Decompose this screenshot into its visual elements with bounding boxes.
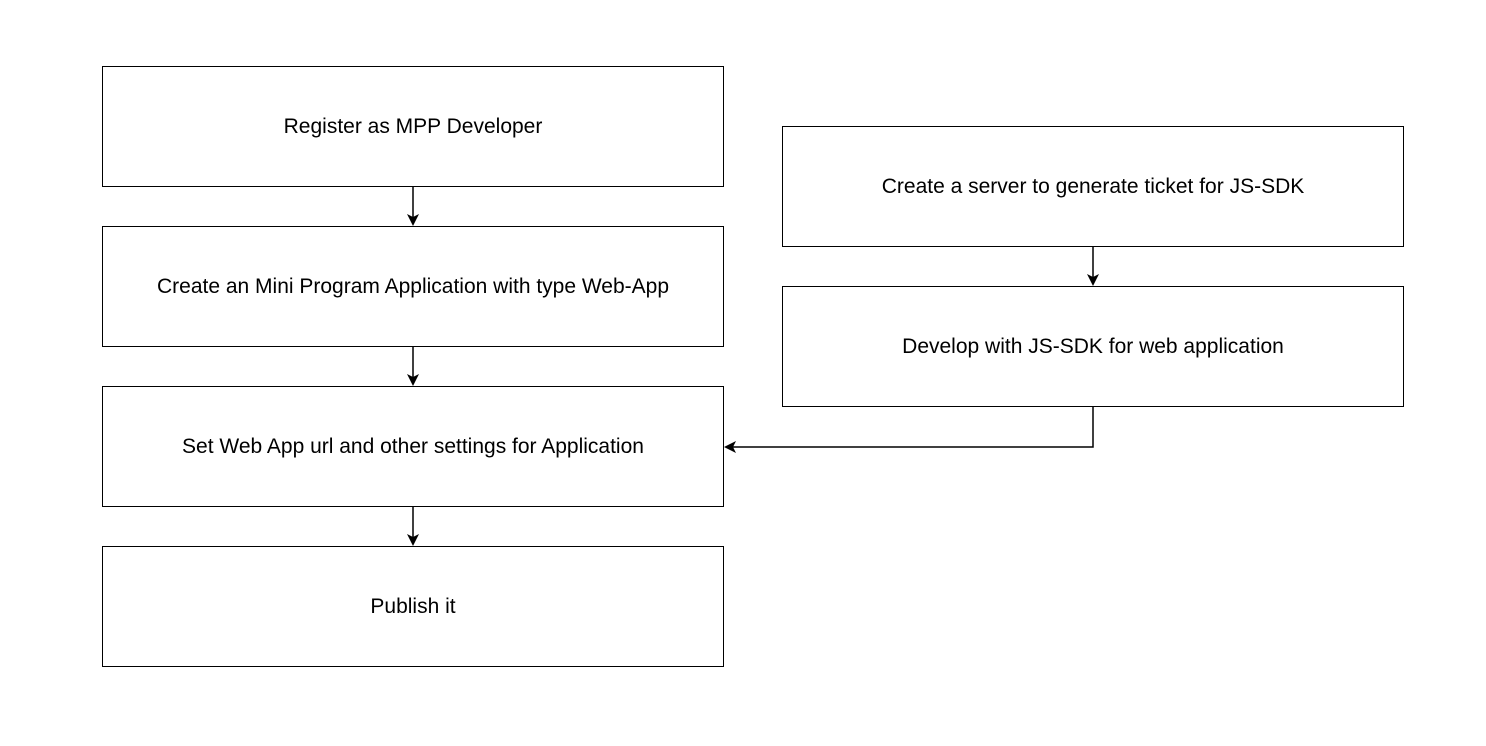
node-settings-label: Set Web App url and other settings for A… bbox=[182, 434, 644, 458]
node-develop: Develop with JS-SDK for web application bbox=[782, 286, 1404, 407]
node-develop-label: Develop with JS-SDK for web application bbox=[902, 334, 1284, 358]
node-publish: Publish it bbox=[102, 546, 724, 667]
node-server: Create a server to generate ticket for J… bbox=[782, 126, 1404, 247]
node-settings: Set Web App url and other settings for A… bbox=[102, 386, 724, 507]
node-create-app: Create an Mini Program Application with … bbox=[102, 226, 724, 347]
node-publish-label: Publish it bbox=[370, 594, 456, 618]
edge-develop-to-settings bbox=[724, 407, 1094, 453]
node-create-app-label: Create an Mini Program Application with … bbox=[156, 274, 670, 298]
node-server-label: Create a server to generate ticket for J… bbox=[881, 174, 1305, 198]
node-register-label: Register as MPP Developer bbox=[283, 114, 543, 138]
node-register: Register as MPP Developer bbox=[102, 66, 724, 187]
